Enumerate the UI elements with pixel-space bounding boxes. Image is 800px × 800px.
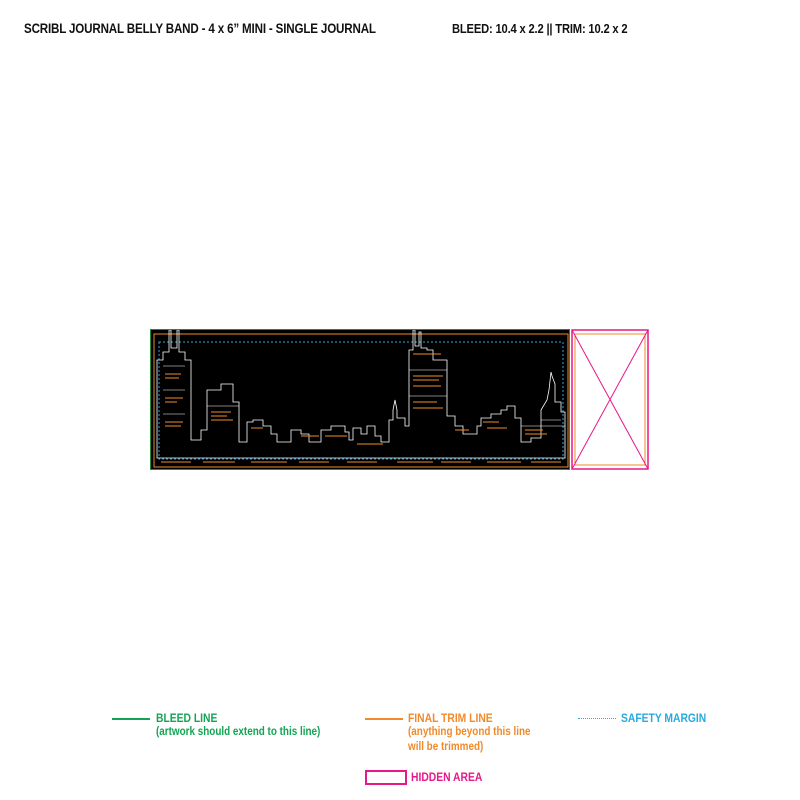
skyline-details (163, 365, 565, 427)
hidden-legend: HIDDEN AREA (411, 770, 482, 784)
bleed-line-swatch (112, 718, 150, 720)
bleed-legend-note: (artwork should extend to this line) (156, 726, 321, 738)
trim-guide (153, 333, 569, 468)
hidden-area-panel (571, 329, 649, 470)
skyline-outline (156, 330, 566, 459)
trim-legend-note-1: (anything beyond this line (408, 726, 531, 738)
artwork-captions (161, 353, 561, 463)
trim-legend-title: FINAL TRIM LINE (408, 711, 493, 725)
bleed-legend-title: BLEED LINE (156, 711, 218, 725)
safety-guide (158, 341, 564, 460)
dimensions-spec: BLEED: 10.4 x 2.2 || TRIM: 10.2 x 2 (452, 21, 628, 36)
bleed-legend: BLEED LINE (artwork should extend to thi… (156, 711, 320, 740)
trim-line-swatch (365, 718, 403, 720)
safety-legend-title: SAFETY MARGIN (621, 711, 707, 725)
hidden-area-cross-b (571, 329, 649, 470)
hidden-legend-title: HIDDEN AREA (411, 770, 483, 784)
belly-band-artwork (150, 329, 570, 470)
page-title: SCRIBL JOURNAL BELLY BAND - 4 x 6” MINI … (24, 21, 376, 36)
hidden-area-trim (574, 333, 646, 466)
trim-legend: FINAL TRIM LINE (anything beyond this li… (408, 711, 531, 755)
safety-legend: SAFETY MARGIN (621, 711, 706, 725)
safety-line-swatch (578, 718, 616, 719)
hidden-area-outline (571, 329, 649, 470)
hidden-area-graphic (571, 329, 649, 470)
hidden-area-swatch (365, 770, 407, 785)
skyline-illustration (153, 330, 569, 468)
trim-legend-note-2: will be trimmed) (408, 741, 484, 753)
